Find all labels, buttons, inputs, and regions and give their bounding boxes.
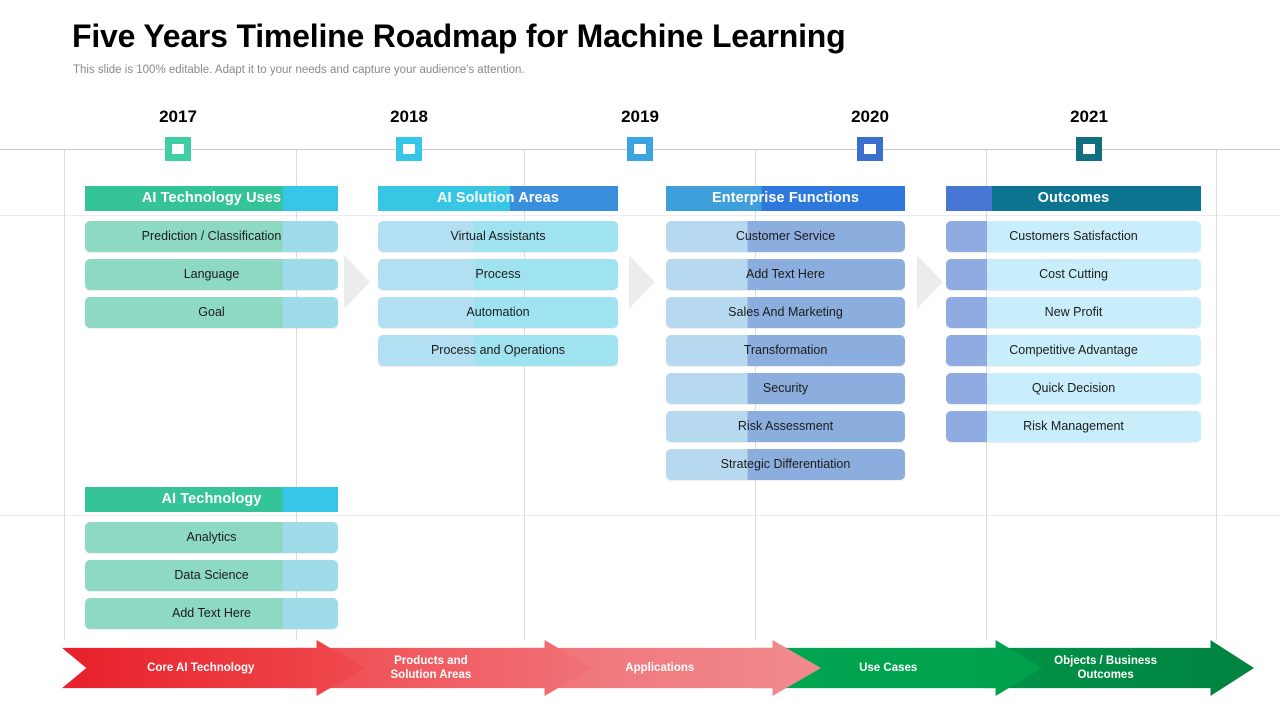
block-header-outcomes[interactable]: Outcomes bbox=[946, 186, 1201, 211]
flow-arrow-label: Applications bbox=[625, 661, 695, 674]
list-item[interactable]: Security bbox=[666, 373, 905, 404]
square-outline-marker-icon bbox=[627, 137, 653, 161]
block-header-ai-solution-areas[interactable]: AI Solution Areas bbox=[378, 186, 618, 211]
list-item[interactable]: Sales And Marketing bbox=[666, 297, 905, 328]
stage-separator-chevron-icon bbox=[344, 255, 370, 309]
square-outline-marker-icon bbox=[1076, 137, 1102, 161]
year-label-2017: 2017 bbox=[159, 107, 197, 126]
block-header-enterprise-functions[interactable]: Enterprise Functions bbox=[666, 186, 905, 211]
list-item[interactable]: Goal bbox=[85, 297, 338, 328]
stage-separator-chevron-icon bbox=[629, 255, 655, 309]
list-item[interactable]: New Profit bbox=[946, 297, 1201, 328]
square-outline-marker-icon bbox=[857, 137, 883, 161]
list-item[interactable]: Customer Service bbox=[666, 221, 905, 252]
flow-arrow-step-1[interactable]: Core AI Technology bbox=[62, 640, 365, 696]
grid-line bbox=[64, 150, 65, 640]
list-item[interactable]: Process bbox=[378, 259, 618, 290]
list-item[interactable]: Analytics bbox=[85, 522, 338, 553]
grid-line bbox=[296, 150, 297, 640]
list-item[interactable]: Automation bbox=[378, 297, 618, 328]
list-item[interactable]: Strategic Differentiation bbox=[666, 449, 905, 480]
list-item[interactable]: Prediction / Classification bbox=[85, 221, 338, 252]
list-item[interactable]: Risk Management bbox=[946, 411, 1201, 442]
block-header-ai-technology-uses[interactable]: AI Technology Uses bbox=[85, 186, 338, 211]
page-title: Five Years Timeline Roadmap for Machine … bbox=[72, 18, 846, 54]
list-item[interactable]: Risk Assessment bbox=[666, 411, 905, 442]
square-outline-marker-icon bbox=[165, 137, 191, 161]
list-item[interactable]: Virtual Assistants bbox=[378, 221, 618, 252]
page-subtitle: This slide is 100% editable. Adapt it to… bbox=[73, 64, 525, 76]
list-item[interactable]: Customers Satisfaction bbox=[946, 221, 1201, 252]
list-item[interactable]: Add Text Here bbox=[666, 259, 905, 290]
list-item[interactable]: Language bbox=[85, 259, 338, 290]
list-item[interactable]: Competitive Advantage bbox=[946, 335, 1201, 366]
square-outline-marker-icon bbox=[396, 137, 422, 161]
year-label-2019: 2019 bbox=[621, 107, 659, 126]
band-divider-mid bbox=[0, 515, 1280, 516]
year-label-2021: 2021 bbox=[1070, 107, 1108, 126]
list-item[interactable]: Data Science bbox=[85, 560, 338, 591]
grid-line bbox=[1216, 150, 1217, 640]
year-label-2020: 2020 bbox=[851, 107, 889, 126]
flow-arrow-label: Use Cases bbox=[859, 661, 918, 674]
list-item[interactable]: Add Text Here bbox=[85, 598, 338, 629]
grid-line bbox=[524, 150, 525, 640]
flow-arrow-label: Core AI Technology bbox=[147, 661, 255, 674]
stage-separator-chevron-icon bbox=[917, 255, 943, 309]
band-divider-top bbox=[0, 215, 1280, 216]
list-item[interactable]: Transformation bbox=[666, 335, 905, 366]
list-item[interactable]: Process and Operations bbox=[378, 335, 618, 366]
list-item[interactable]: Quick Decision bbox=[946, 373, 1201, 404]
block-header-ai-technology[interactable]: AI Technology bbox=[85, 487, 338, 512]
list-item[interactable]: Cost Cutting bbox=[946, 259, 1201, 290]
year-label-2018: 2018 bbox=[390, 107, 428, 126]
